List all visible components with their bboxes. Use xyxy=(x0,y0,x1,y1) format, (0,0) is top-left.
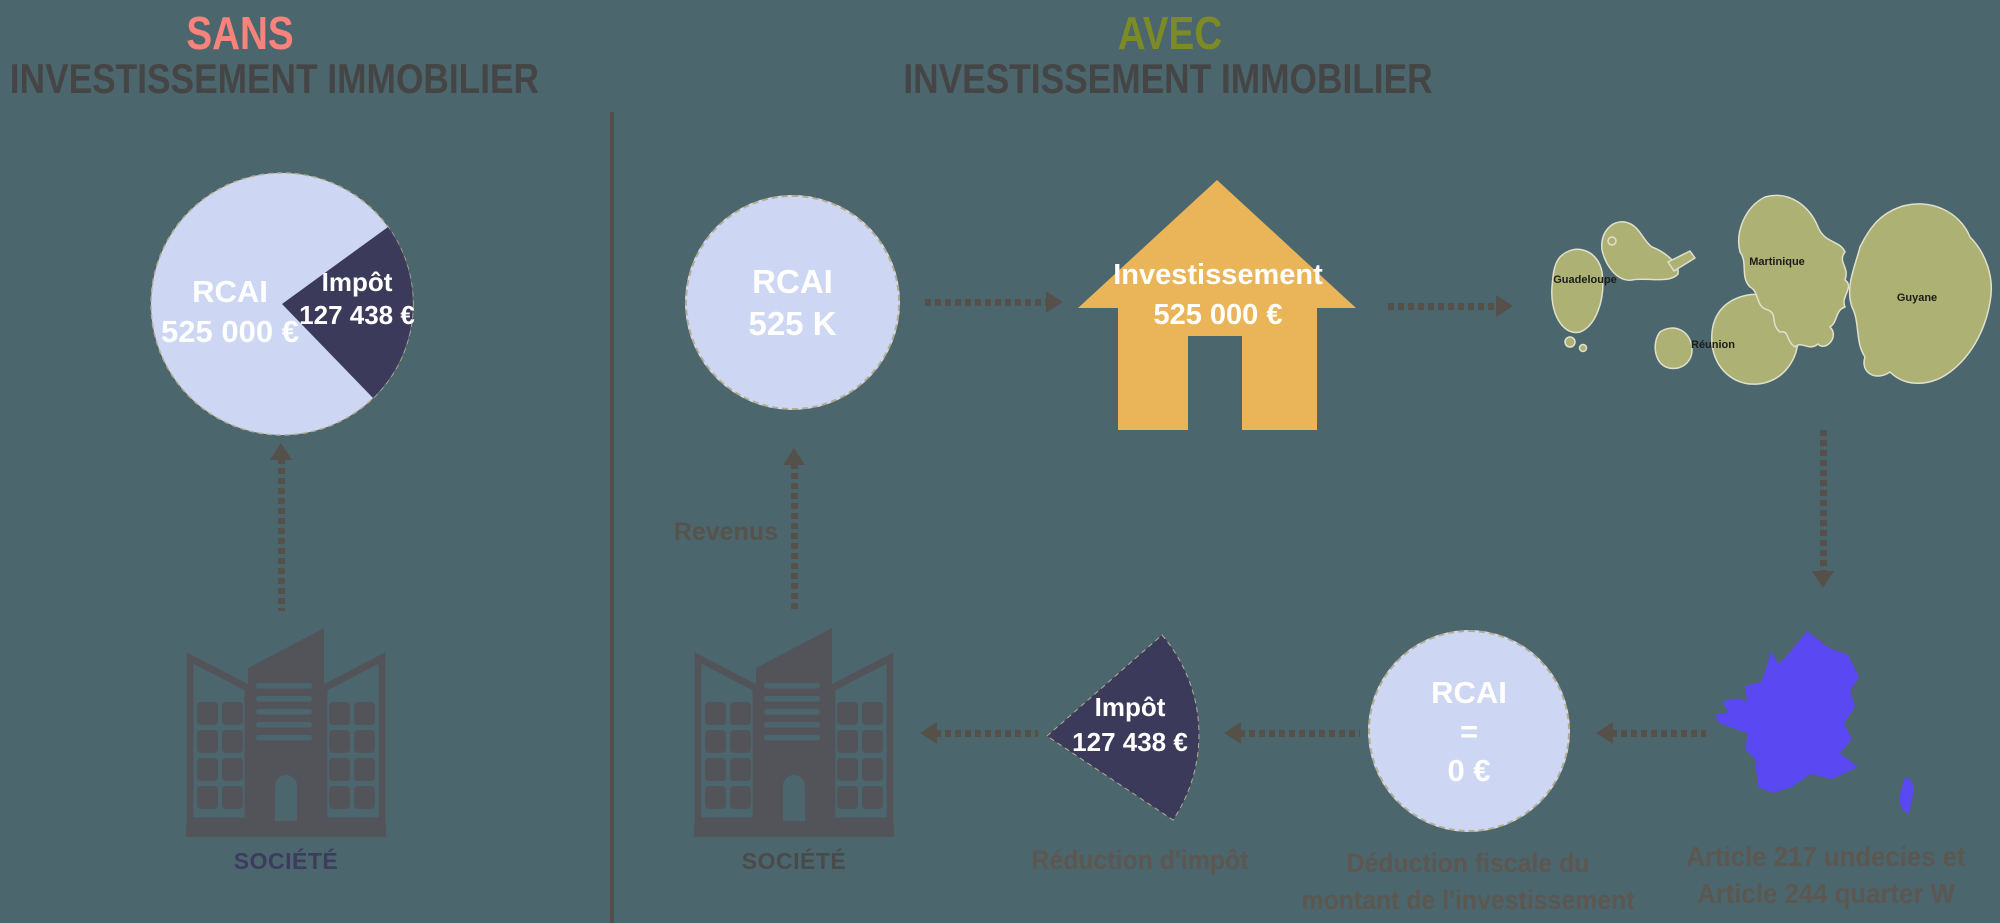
house-line1: Investissement xyxy=(1113,259,1323,291)
article-caption: Article 217 undecies et Article 244 quar… xyxy=(1642,838,2000,912)
wedge-caption: Réduction d'impôt xyxy=(1031,845,1249,875)
left-title-main: INVESTISSEMENT IMMOBILIER xyxy=(9,55,540,102)
left-building-icon xyxy=(186,628,386,837)
deduction-caption-line1: Déduction fiscale du xyxy=(1346,848,1590,878)
france-map xyxy=(1715,631,1914,814)
left-company-label: SOCIÉTÉ xyxy=(233,848,339,874)
france-to-deduction-arrow-icon xyxy=(1596,722,1706,744)
article-caption-line2: Article 244 quarter W xyxy=(1697,878,1955,909)
pie-rcai-value: 525 000 € xyxy=(161,314,299,349)
tax-wedge-icon xyxy=(1046,634,1200,821)
pie-impot-value: 127 438 € xyxy=(299,300,415,330)
island-label-martinique: Martinique xyxy=(1749,256,1805,268)
revenus-label: Revenus xyxy=(673,518,778,546)
rcai-circle-line1: RCAI xyxy=(752,262,833,300)
islands-to-france-arrow-icon xyxy=(1812,430,1834,588)
deduction-to-wedge-arrow-icon xyxy=(1224,722,1360,744)
left-title-accent: SANS xyxy=(186,7,294,59)
right-title-main: INVESTISSEMENT IMMOBILIER xyxy=(903,55,1433,102)
deduction-caption-line2: montant de l'investissement xyxy=(1301,885,1635,915)
society-to-pie-arrow-icon xyxy=(270,443,292,611)
article-caption-line1: Article 217 undecies et xyxy=(1686,841,1966,872)
right-building-icon xyxy=(694,628,894,837)
wedge-label: Impôt 127 438 € xyxy=(1050,690,1210,760)
pie-impot-text: Impôt xyxy=(321,267,393,297)
house-label: Investissement 525 000 € xyxy=(1092,255,1344,335)
deduction-circle-line2: = xyxy=(1459,713,1479,749)
investment-house-icon xyxy=(1078,180,1356,430)
deduction-circle-line1: RCAI xyxy=(1431,674,1507,710)
island-label-guyane: Guyane xyxy=(1896,292,1938,304)
right-title-accent: AVEC xyxy=(1117,7,1223,59)
house-line2: 525 000 € xyxy=(1153,299,1283,331)
house-to-islands-arrow-icon xyxy=(1388,295,1513,317)
wedge-to-society-arrow-icon xyxy=(920,722,1038,744)
rcai-to-house-arrow-icon xyxy=(925,291,1063,313)
tax-pie-chart xyxy=(150,172,414,436)
wedge-line2: 127 438 € xyxy=(1072,727,1188,757)
pie-rcai-text: RCAI xyxy=(192,274,268,309)
wedge-line1: Impôt xyxy=(1094,692,1166,722)
right-company-label: SOCIÉTÉ xyxy=(741,848,847,874)
island-label-guadeloupe: Guadeloupe xyxy=(1553,274,1617,286)
column-divider xyxy=(610,112,614,923)
deduction-caption: Déduction fiscale du montant de l'invest… xyxy=(1284,845,1652,919)
deduction-circle: RCAI = 0 € xyxy=(1368,630,1570,832)
rcai-circle-line2: 525 K xyxy=(748,304,837,342)
pie-tax-slice xyxy=(282,227,413,398)
overseas-islands-map xyxy=(1551,194,1992,385)
pie-slice-label: Impôt 127 438 € xyxy=(282,266,432,332)
island-label-reunion: Réunion xyxy=(1691,339,1735,351)
deduction-circle-line3: 0 € xyxy=(1447,752,1491,788)
pie-main-label: RCAI 525 000 € xyxy=(118,272,342,352)
rcai-circle: RCAI 525 K xyxy=(685,195,900,410)
revenus-arrow-icon xyxy=(783,448,805,610)
